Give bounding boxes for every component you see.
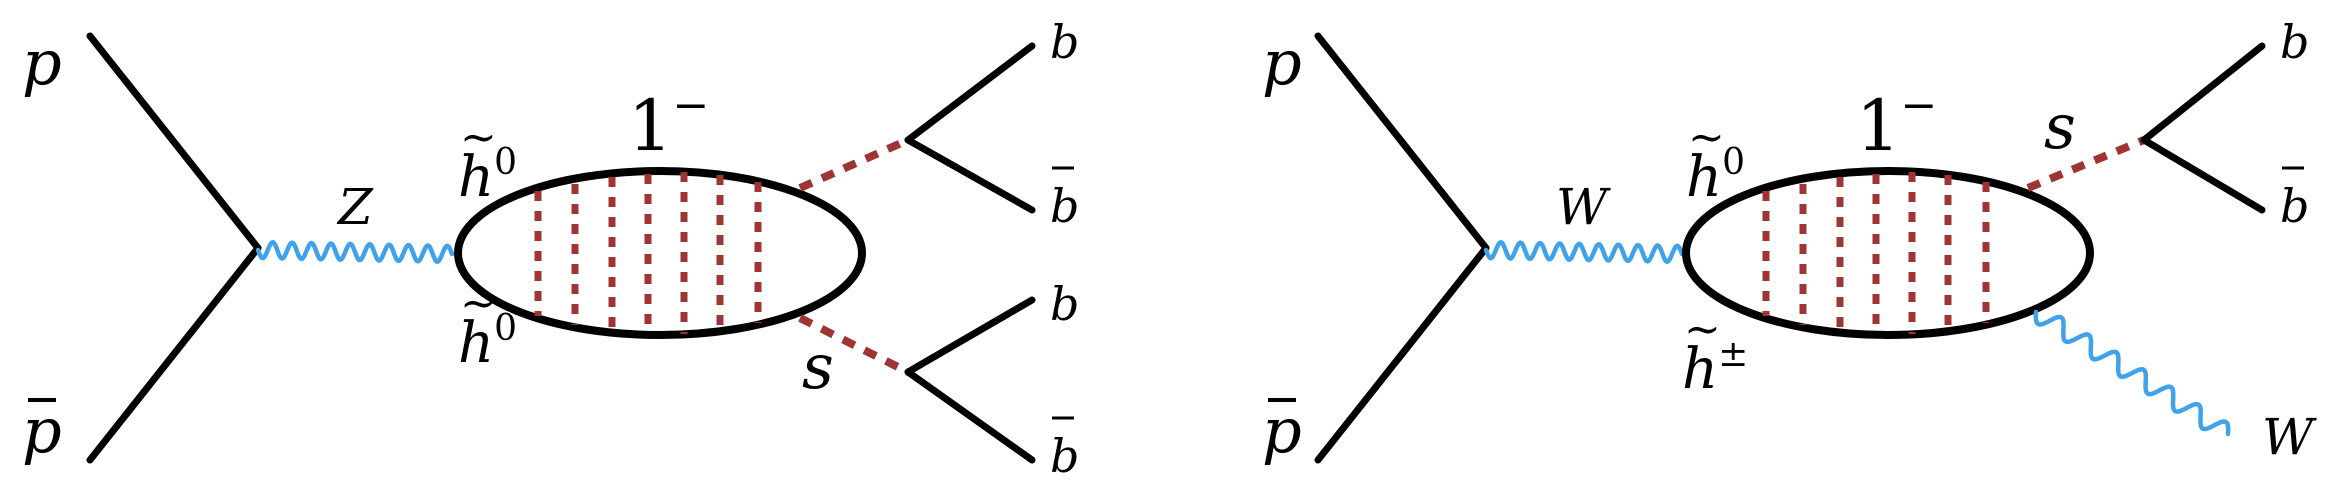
left-antiproton-label: p [22, 394, 62, 467]
left-bound-state-blob [454, 167, 866, 339]
left-scalar-upper-line [798, 136, 910, 192]
right-proton-label: p [1262, 26, 1302, 99]
right-incoming-antiproton-line [1314, 244, 1490, 464]
right-bound-state-label: 1− [1856, 80, 1937, 167]
right-higgsino-bottom-label: h± [1682, 334, 1748, 402]
left-quark-bottom-2-label: b [1050, 429, 1079, 483]
right-outgoing-w-boson [2033, 309, 2231, 437]
right-w-boson-label: W [1556, 178, 1611, 236]
right-quark-top-2-label: b [2280, 179, 2309, 233]
left-b-quark-bottom-2 [904, 368, 1036, 464]
right-bound-state-blob [1682, 167, 2094, 339]
left-z-boson-propagator [255, 239, 455, 265]
left-scalar-lower-line [798, 314, 910, 376]
left-higgsino-bottom-label: h0 [458, 308, 517, 376]
right-w-boson-propagator [1483, 239, 1685, 265]
right-higgsino-bottom-tilde: ~ [1684, 304, 1721, 355]
right-scalar-upper-line [2026, 136, 2146, 192]
left-incoming-proton-line [86, 32, 262, 252]
left-b-quark-bottom-1 [904, 296, 1036, 376]
left-b-quark-top-2 [904, 136, 1036, 214]
left-z-boson-label: Z [336, 178, 374, 236]
left-quark-bottom-1-label: b [1050, 277, 1079, 331]
left-bound-state-label: 1− [628, 80, 709, 167]
right-incoming-proton-line [1314, 32, 1490, 252]
left-scalar-lower-label: s [802, 330, 834, 403]
left-higgsino-top-tilde: ~ [460, 112, 497, 163]
right-b-quark-top-1 [2140, 42, 2266, 144]
left-proton-label: p [22, 26, 62, 99]
left-quark-top-1-label: b [1050, 15, 1079, 69]
left-higgsino-top-label: h0 [458, 142, 517, 210]
left-diagram: p p Z 1− h0 ~ h0 ~ s b b b b [22, 15, 1079, 483]
left-incoming-antiproton-line [86, 244, 262, 464]
right-quark-top-1-label: b [2280, 15, 2309, 69]
left-scalar-exchange-lines [534, 172, 762, 334]
right-higgsino-top-label: h0 [1686, 142, 1745, 210]
right-scalar-exchange-lines [1762, 172, 1990, 334]
left-higgsino-bottom-tilde: ~ [460, 278, 497, 329]
right-diagram: p p W 1− h0 ~ h± ~ s b b W [1262, 15, 2317, 467]
right-scalar-upper-label: s [2044, 90, 2076, 163]
left-quark-top-2-label: b [1050, 179, 1079, 233]
right-b-quark-top-2 [2140, 136, 2266, 214]
right-higgsino-top-tilde: ~ [1688, 112, 1725, 163]
left-b-quark-top-1 [904, 42, 1036, 144]
right-antiproton-label: p [1262, 394, 1302, 467]
right-outgoing-w-label: W [2262, 408, 2317, 466]
